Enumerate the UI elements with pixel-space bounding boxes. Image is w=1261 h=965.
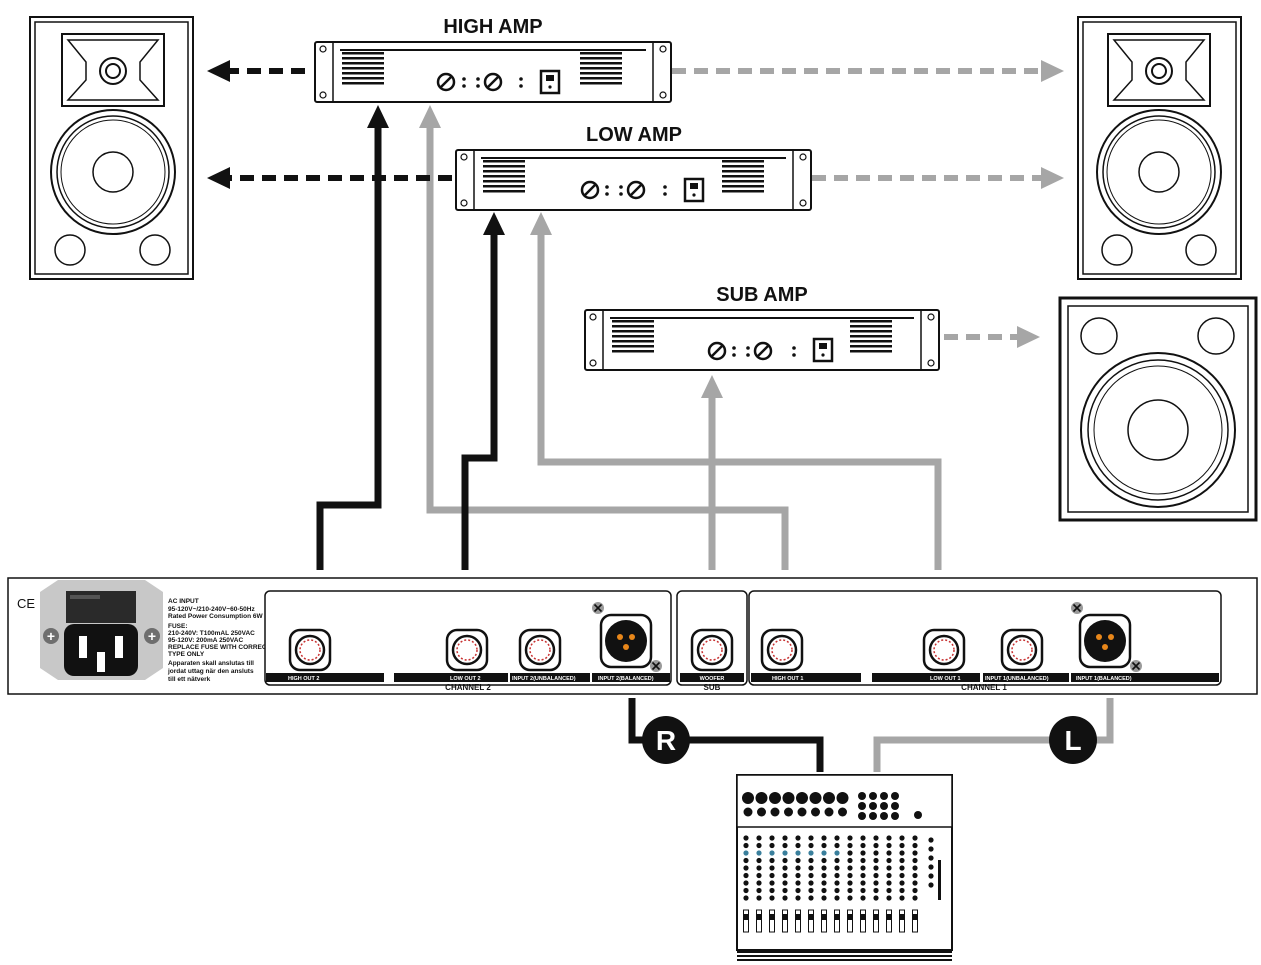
left-port-1 (54, 234, 86, 266)
sub-amp-knob-1 (707, 341, 727, 361)
high-out-1-label: HIGH OUT 1 (772, 676, 803, 682)
speaker-feed-arrowheads (207, 60, 1064, 348)
xlr-1-screw-top (1070, 601, 1084, 615)
left-channel-badge: L (1049, 716, 1097, 764)
channel-2-label: CHANNEL 2 (445, 683, 491, 692)
warning-line-1: Apparaten skall anslutas till (168, 660, 254, 667)
sub-amp-title: SUB AMP (716, 284, 807, 306)
cable-high-out-2 (316, 125, 382, 570)
channel-1-label: CHANNEL 1 (961, 683, 1007, 692)
fuse-title: FUSE: (168, 623, 188, 630)
power-inlet-module: + + (40, 580, 163, 680)
left-full-range-speaker (29, 16, 194, 280)
sub-amp-power-switch (812, 337, 834, 363)
svg-text:+: + (47, 628, 55, 644)
right-full-range-speaker (1077, 16, 1242, 280)
fuse-line-4: TYPE ONLY (168, 651, 205, 658)
input-2-unbalanced-jack[interactable] (518, 628, 562, 672)
fuse-line-3: REPLACE FUSE WITH CORRECT (168, 644, 271, 651)
right-port-2 (1185, 234, 1217, 266)
mixer-channel-strips (743, 835, 941, 933)
cable-arrowheads (367, 105, 723, 398)
sub-section: WOOFER SUB (676, 590, 748, 692)
subwoofer-speaker (1058, 296, 1258, 522)
low-out-2-label: LOW OUT 2 (450, 676, 481, 682)
cable-low-out-2 (461, 232, 498, 570)
high-amp-power-switch (539, 69, 561, 95)
high-amp: HIGH AMP (314, 16, 672, 103)
warning-line-3: till ett nätverk (168, 676, 211, 683)
subwoofer-cone (1080, 352, 1236, 508)
high-amp-title: HIGH AMP (443, 16, 542, 38)
xlr-1-screw-bottom (1129, 659, 1143, 673)
input-2-unbalanced-label: INPUT 2(UNBALANCED) (512, 676, 576, 682)
high-amp-knob-2 (483, 72, 503, 92)
ac-input-voltage: 95-120V~/210-240V~60-50Hz (168, 606, 255, 613)
right-channel-badge: R (642, 716, 690, 764)
low-amp-power-switch (683, 177, 705, 203)
low-amp-knob-2 (626, 180, 646, 200)
woofer-jack[interactable] (690, 628, 734, 672)
sub-amp: SUB AMP (584, 284, 940, 371)
crossover-rear-panel: CE + + AC INPUT 95-120V~/210-240V~60-50H… (7, 577, 1258, 695)
left-horn-tweeter (61, 33, 165, 107)
high-amp-knob-1 (436, 72, 456, 92)
signal-cables (316, 125, 1114, 772)
cable-high-out-1 (426, 125, 789, 570)
high-out-2-jack[interactable] (288, 628, 332, 672)
high-out-1-jack[interactable] (760, 628, 804, 672)
xlr-2-screw-bottom (649, 659, 663, 673)
low-amp-title: LOW AMP (586, 124, 682, 146)
input-1-balanced-label: INPUT 1(BALANCED) (1076, 676, 1132, 682)
svg-text:+: + (148, 628, 156, 644)
right-port-1 (1101, 234, 1133, 266)
warning-line-2: jordat uttag när den ansluts (167, 668, 254, 675)
sub-amp-knob-2 (753, 341, 773, 361)
input-1-unbalanced-jack[interactable] (1000, 628, 1044, 672)
rated-power: Rated Power Consumption 6W (168, 613, 263, 620)
input-1-balanced-xlr[interactable] (1078, 613, 1132, 669)
right-woofer-cone (1096, 109, 1222, 235)
cable-low-out-1 (537, 232, 942, 570)
channel-2-section: HIGH OUT 2 LOW OUT 2 INPUT 2(UNBALANCED)… (264, 590, 672, 692)
low-out-1-jack[interactable] (922, 628, 966, 672)
channel-1-section: HIGH OUT 1 LOW OUT 1 INPUT 1(UNBALANCED)… (748, 590, 1222, 692)
cable-left-input (873, 698, 1114, 772)
right-badge-letter: R (656, 725, 676, 756)
left-port-2 (139, 234, 171, 266)
ce-mark: CE (17, 596, 35, 611)
low-amp-knob-1 (580, 180, 600, 200)
cable-right-input (628, 698, 824, 772)
ac-input-title: AC INPUT (168, 598, 199, 605)
woofer-label: WOOFER (700, 676, 725, 682)
mixer-top-knobs (742, 792, 922, 820)
input-2-balanced-xlr[interactable] (599, 613, 653, 669)
fuse-line-1: 210-240V: T100mAL 250VAC (168, 630, 255, 637)
speaker-feeds (226, 68, 1045, 340)
right-horn-tweeter (1107, 33, 1211, 107)
sub-label: SUB (704, 683, 721, 692)
fuse-line-2: 95-120V: 200mA 250VAC (168, 637, 243, 644)
left-woofer-cone (50, 109, 176, 235)
input-2-balanced-label: INPUT 2(BALANCED) (598, 676, 654, 682)
high-out-2-label: HIGH OUT 2 (288, 676, 319, 682)
input-1-unbalanced-label: INPUT 1(UNBALANCED) (985, 676, 1049, 682)
left-badge-letter: L (1064, 725, 1081, 756)
xlr-2-screw-top (591, 601, 605, 615)
low-out-1-label: LOW OUT 1 (930, 676, 961, 682)
low-out-2-jack[interactable] (445, 628, 489, 672)
low-amp: LOW AMP (455, 124, 812, 211)
mixing-console (736, 774, 953, 961)
power-spec-text: AC INPUT 95-120V~/210-240V~60-50Hz Rated… (167, 598, 271, 683)
